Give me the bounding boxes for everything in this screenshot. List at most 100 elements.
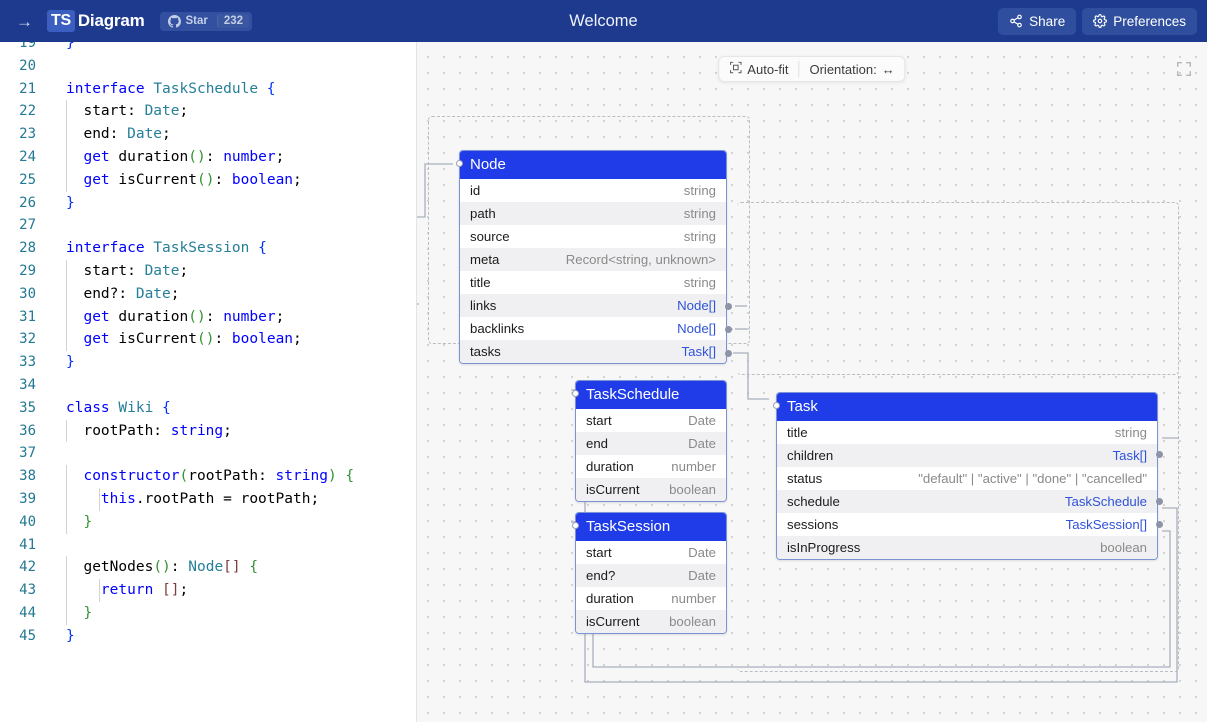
field-name: id (470, 183, 481, 199)
entity-title-node[interactable]: Node (460, 151, 726, 180)
share-button[interactable]: Share (998, 7, 1077, 35)
line-number: 32 (19, 331, 36, 348)
code-line-content[interactable]: } (46, 42, 416, 55)
code-line-content[interactable]: get duration(): number; (46, 145, 416, 169)
field-type[interactable]: TaskSession[] (1065, 517, 1147, 533)
entity-title-tasksession[interactable]: TaskSession (576, 513, 726, 542)
code-token: number (223, 148, 276, 165)
code-line-content[interactable]: this.rootPath = rootPath; (46, 487, 416, 511)
code-line-content[interactable]: } (46, 351, 416, 374)
code-token: start: (66, 262, 145, 279)
code-line-content[interactable]: constructor(rootPath: string) { (46, 465, 416, 488)
indent-guide (66, 419, 67, 443)
code-token: ; (293, 331, 302, 348)
entity-field-row[interactable]: end?Date (576, 564, 726, 588)
code-line-content[interactable]: get isCurrent(): boolean; (46, 168, 416, 192)
back-arrow-icon[interactable]: → (16, 11, 33, 31)
code-line-content[interactable]: } (46, 601, 416, 625)
connector-port-right[interactable] (1156, 497, 1163, 505)
field-type[interactable]: Task[] (1112, 448, 1147, 464)
field-type: Record<string, unknown> (565, 252, 716, 268)
code-line-content[interactable]: rootPath: string; (46, 419, 416, 443)
code-line-content[interactable]: getNodes(): Node[] { (46, 556, 416, 580)
entity-field-row[interactable]: status"default" | "active" | "done" | "c… (777, 467, 1157, 491)
auto-fit-button[interactable]: Auto-fit (719, 57, 798, 81)
indent-guide (66, 487, 67, 511)
github-star-badge[interactable]: Star 232 (160, 11, 253, 31)
code-line-content[interactable]: get isCurrent(): boolean; (46, 328, 416, 352)
code-line-content[interactable]: start: Date; (46, 259, 416, 283)
connector-port-right[interactable] (725, 302, 732, 310)
connector-port-left-taskschedule[interactable] (572, 390, 579, 397)
github-star-count: 232 (216, 14, 250, 28)
connector-port-left-tasksession[interactable] (572, 522, 579, 529)
header-left-group: → TS Diagram Star 232 (0, 10, 253, 32)
line-number: 37 (19, 445, 36, 462)
code-line-content[interactable]: class Wiki { (46, 397, 416, 420)
code-line-content[interactable]: start: Date; (46, 100, 416, 124)
app-logo[interactable]: TS Diagram (47, 10, 145, 32)
diagram-toolbar: Auto-fit Orientation: ↔ (718, 56, 906, 82)
field-type[interactable]: Task[] (681, 344, 716, 360)
connector-port-right[interactable] (1156, 451, 1163, 459)
code-line-content[interactable]: end?: Date; (46, 282, 416, 306)
code-line: 31 get duration(): number; (0, 305, 416, 329)
code-line-content[interactable]: end: Date; (46, 123, 416, 146)
code-token: rootPath: (188, 468, 276, 485)
code-line-content[interactable]: get duration(): number; (46, 305, 416, 329)
orientation-button[interactable]: Orientation: ↔ (799, 57, 904, 81)
indent-guide (66, 259, 67, 283)
field-type[interactable]: TaskSchedule (1064, 494, 1147, 510)
connector-port-right[interactable] (1156, 521, 1163, 529)
code-token: ; (170, 285, 180, 302)
code-line: 37 (0, 442, 416, 465)
diagram-pane[interactable]: Auto-fit Orientation: ↔ (417, 42, 1207, 722)
code-line: 22 start: Date; (0, 100, 416, 124)
preferences-button[interactable]: Preferences (1082, 7, 1197, 35)
code-line-content[interactable]: } (46, 192, 416, 215)
field-type[interactable]: Node[] (677, 298, 716, 314)
connector-port-right[interactable] (725, 326, 732, 334)
entity-title-task[interactable]: Task (777, 393, 1157, 422)
code-line-content[interactable]: interface TaskSchedule { (46, 78, 416, 101)
code-line-content[interactable]: } (46, 625, 416, 648)
indent-guide (99, 487, 100, 511)
field-type[interactable]: Node[] (677, 321, 716, 337)
fullscreen-icon[interactable] (1175, 60, 1193, 78)
entity-title-taskschedule[interactable]: TaskSchedule (576, 381, 726, 410)
field-name: start (586, 545, 612, 561)
code-line-content[interactable]: interface TaskSession { (46, 237, 416, 260)
code-line-content[interactable]: return []; (46, 579, 416, 602)
connector-port-right[interactable] (725, 349, 732, 357)
connector-port-left-task[interactable] (773, 402, 780, 409)
code-line-content[interactable]: } (46, 510, 416, 534)
connector-port-left-node[interactable] (456, 160, 463, 167)
